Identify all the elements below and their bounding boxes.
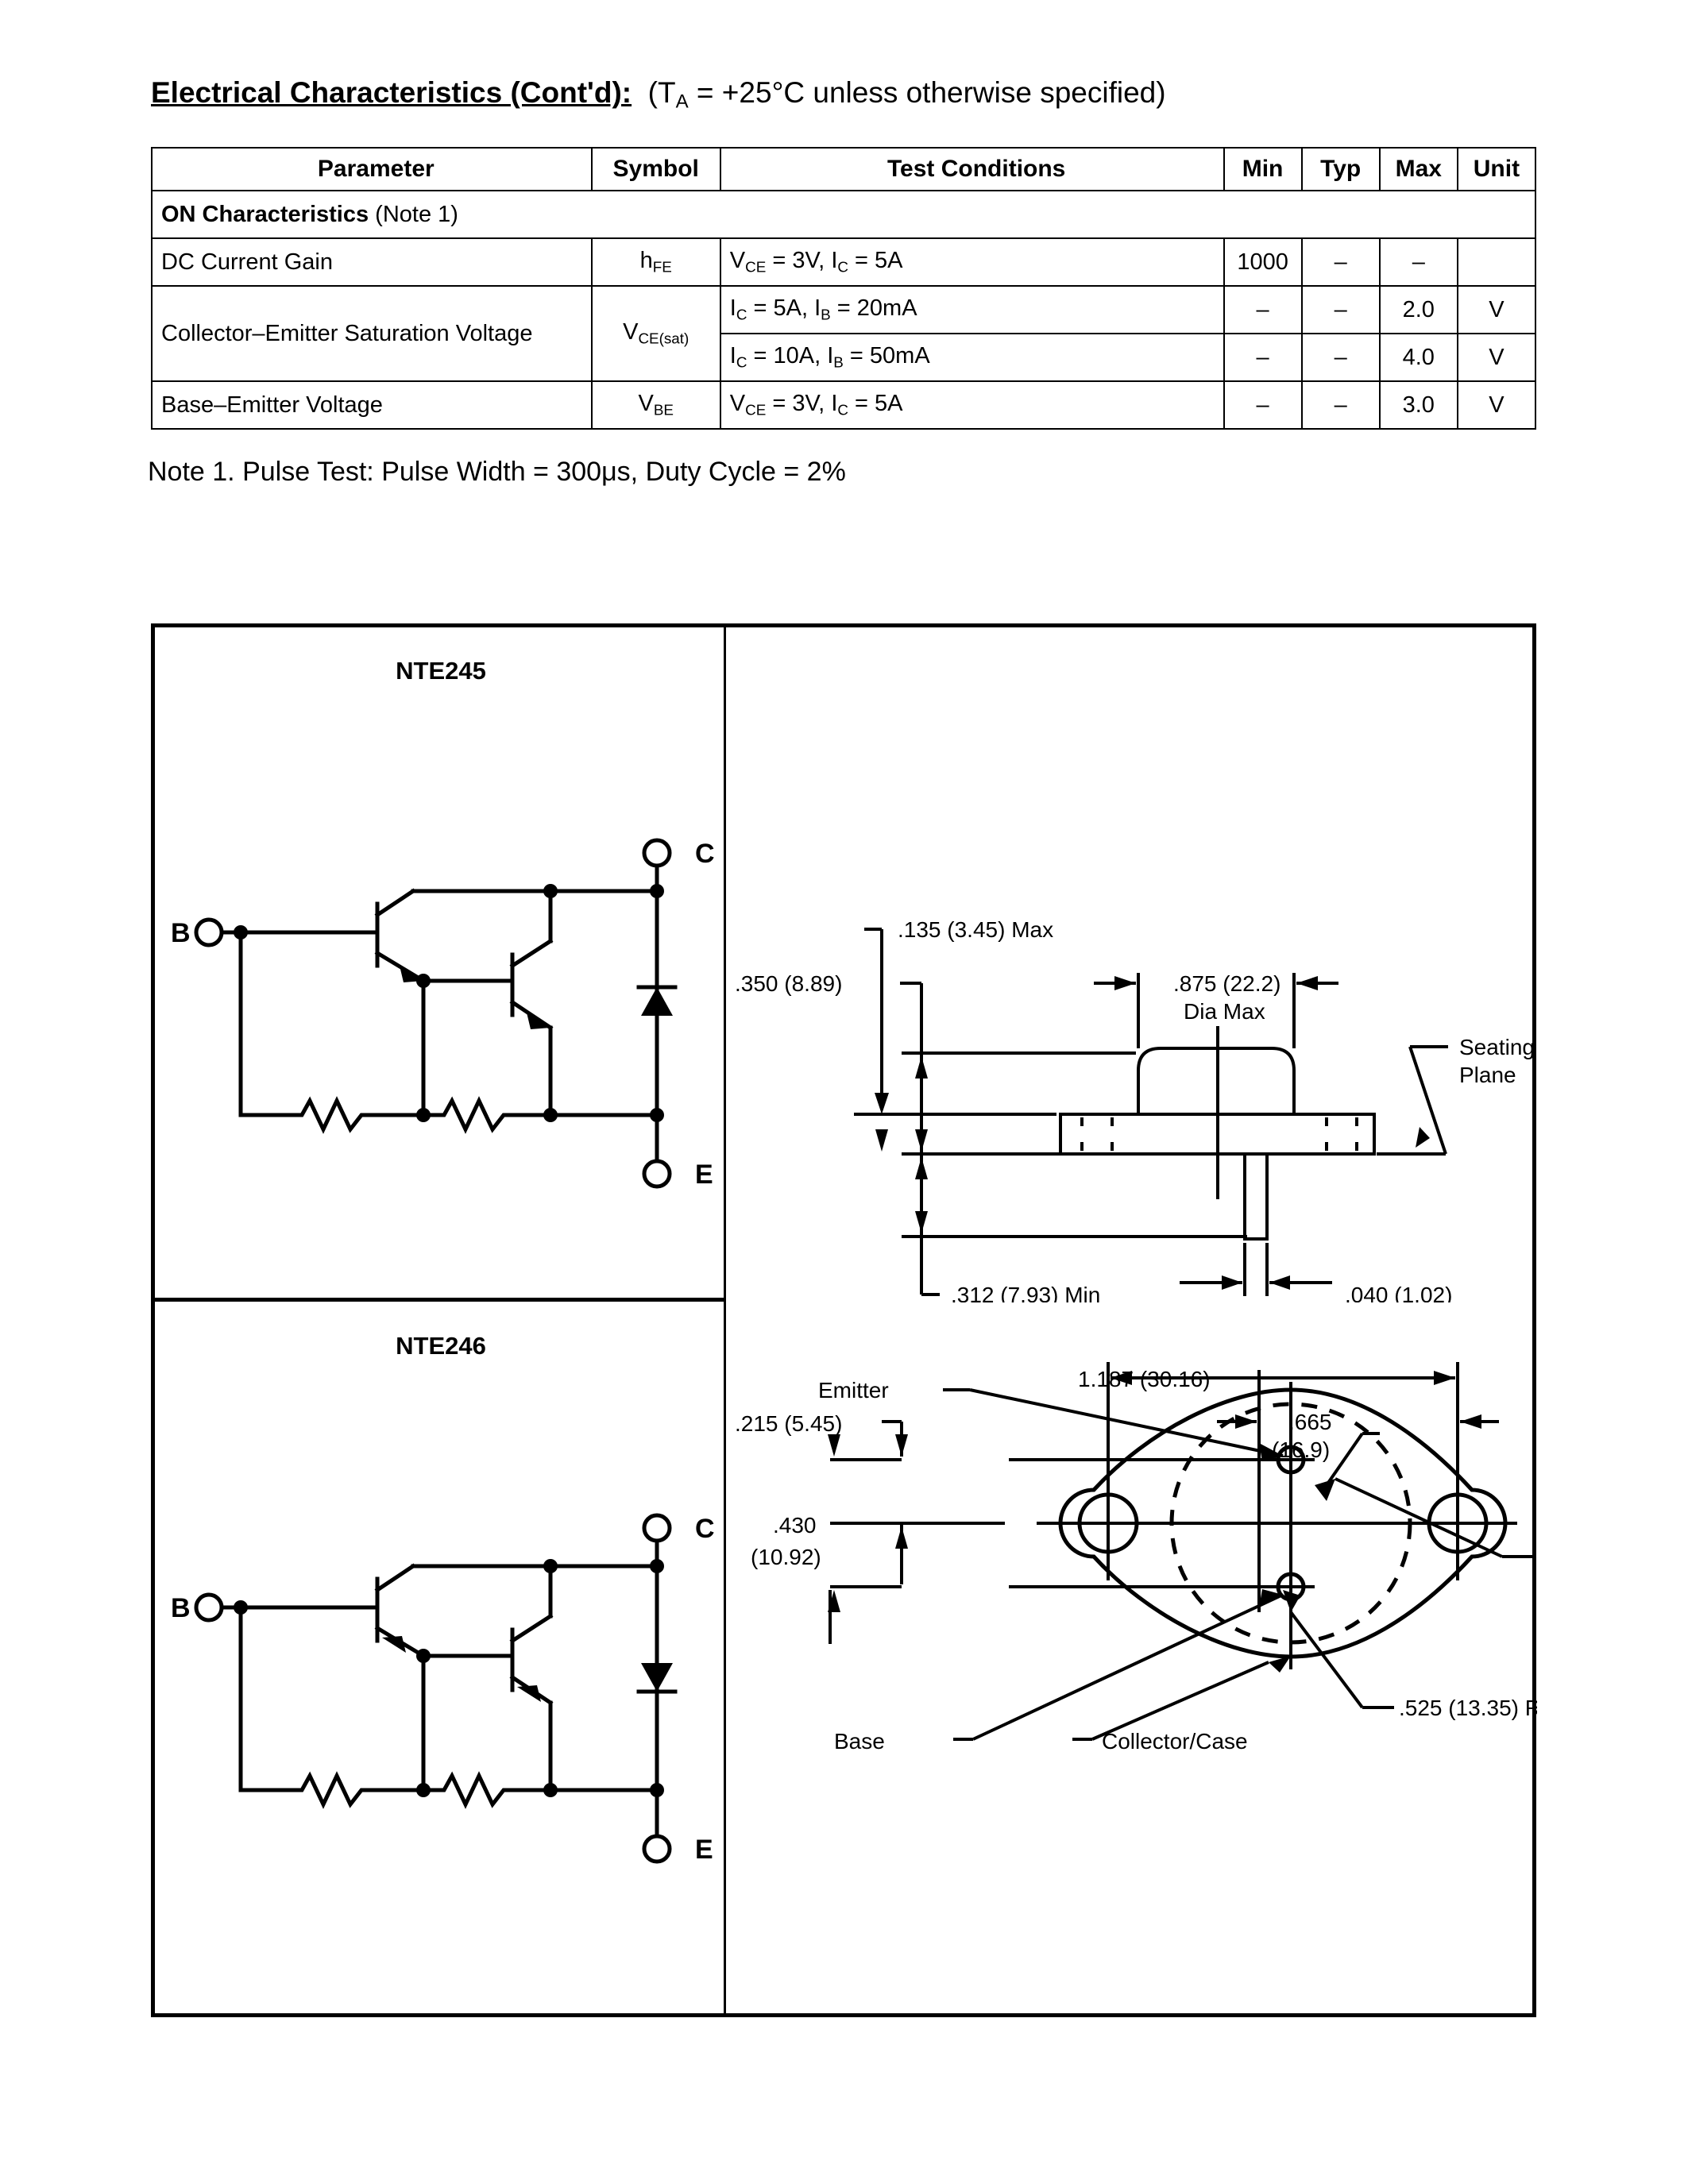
package-bottom-view: Emitter 1.187 (30.16) .665 (16.9) .215 (…: [735, 1362, 1537, 1754]
cell-max: 2.0: [1378, 285, 1458, 334]
diagram-vertical-divider: [724, 627, 726, 2013]
dim-875-label-1: .875 (22.2): [1173, 971, 1280, 996]
page-heading: Electrical Characteristics (Cont'd): (TA…: [151, 76, 1166, 114]
cell-min: –: [1223, 333, 1303, 382]
nte246-diode-symbol: [641, 1663, 673, 1692]
cell-typ: –: [1300, 380, 1381, 430]
table-body: ON Characteristics (Note 1)DC Current Ga…: [151, 190, 1537, 430]
heading-condition-sub: A: [675, 91, 689, 113]
table-header: Parameter Symbol Test Conditions Min Typ…: [151, 147, 1537, 191]
section-label-note: (Note 1): [369, 201, 458, 227]
cell-typ: –: [1300, 237, 1381, 287]
nte246-title: NTE246: [396, 1332, 486, 1360]
col-parameter: Parameter: [151, 147, 593, 191]
nte246-base-terminal: [194, 1592, 224, 1623]
cell-min: 1000: [1223, 237, 1303, 287]
note-suffix: s, Duty Cycle = 2%: [616, 457, 846, 487]
col-min: Min: [1223, 147, 1303, 191]
cell-unit: V: [1456, 285, 1537, 334]
collector-case-label: Collector/Case: [1102, 1729, 1248, 1754]
cell-parameter: DC Current Gain: [151, 237, 593, 287]
nte245-diode-symbol: [641, 987, 673, 1016]
nte245-schematic: C E B: [171, 838, 715, 1190]
package-side-view: .135 (3.45) Max .350 (8.89) .875 (22.2) …: [735, 917, 1535, 1302]
nte246-label-b: B: [171, 1593, 191, 1623]
note-line: Note 1. Pulse Test: Pulse Width = 300μs,…: [148, 457, 846, 488]
diagram-horizontal-divider: [153, 1298, 724, 1302]
dim-430-label-1: .430: [773, 1513, 817, 1538]
cell-test-conditions: IC = 10A, IB = 50mA: [719, 333, 1225, 382]
cell-max: –: [1378, 237, 1458, 287]
dim-875-label-2: Dia Max: [1184, 999, 1265, 1024]
col-unit: Unit: [1456, 147, 1537, 191]
section-label-bold: ON Characteristics: [161, 201, 369, 227]
cell-typ: –: [1300, 285, 1381, 334]
col-max: Max: [1378, 147, 1458, 191]
cell-test-conditions: IC = 5A, IB = 20mA: [719, 285, 1225, 334]
cell-symbol: VBE: [590, 380, 721, 430]
table-section-label: ON Characteristics (Note 1): [151, 190, 1536, 239]
col-typ: Typ: [1300, 147, 1381, 191]
cell-symbol: VCE(sat): [590, 285, 721, 382]
col-symbol: Symbol: [590, 147, 721, 191]
electrical-characteristics-table: Parameter Symbol Test Conditions Min Typ…: [151, 147, 1537, 430]
table-section-row: ON Characteristics (Note 1): [151, 190, 1536, 239]
heading-condition-prefix: (T: [647, 76, 676, 109]
nte245-label-b: B: [171, 918, 191, 948]
nte245-q2-emitter-arrow: [527, 1013, 550, 1029]
emitter-label: Emitter: [818, 1378, 889, 1403]
nte246-collector-terminal: [642, 1513, 672, 1543]
dim-665-label-1: .665: [1288, 1410, 1332, 1434]
dim-135-label: .135 (3.45) Max: [898, 917, 1053, 942]
nte246-emitter-terminal: [642, 1834, 672, 1864]
nte245-label-c: C: [695, 839, 715, 869]
cell-min: –: [1223, 380, 1303, 430]
seating-plane-label-2: Plane: [1459, 1063, 1516, 1087]
base-label: Base: [834, 1729, 885, 1754]
cell-max: 3.0: [1378, 380, 1458, 430]
nte245-base-terminal: [194, 917, 224, 947]
cell-unit: V: [1456, 333, 1537, 382]
cell-test-conditions: VCE = 3V, IC = 5A: [719, 237, 1225, 287]
col-test-conditions: Test Conditions: [719, 147, 1225, 191]
dim-040-label: .040 (1.02): [1345, 1283, 1452, 1302]
dim-525-label: .525 (13.35) R Max: [1399, 1696, 1537, 1720]
nte246-q1-emitter-arrow: [382, 1636, 406, 1653]
nte245-label-e: E: [695, 1160, 713, 1190]
table-header-row: Parameter Symbol Test Conditions Min Typ…: [151, 147, 1537, 191]
to3-outline: [1058, 1387, 1508, 1659]
dim-312-label: .312 (7.93) Min: [951, 1283, 1100, 1302]
nte245-collector-terminal: [642, 838, 672, 868]
nte246-label-e: E: [695, 1835, 713, 1865]
cell-max: 4.0: [1378, 333, 1458, 382]
cell-test-conditions: VCE = 3V, IC = 5A: [719, 380, 1225, 430]
cell-unit: V: [1456, 380, 1537, 430]
nte246-label-c: C: [695, 1514, 715, 1544]
note-prefix: Note 1. Pulse Test: Pulse Width = 300: [148, 457, 602, 487]
dim-350-label: .350 (8.89): [735, 971, 842, 996]
nte246-q2-emitter-arrow: [517, 1685, 541, 1702]
heading-title: Electrical Characteristics (Cont'd):: [151, 76, 632, 109]
nte246-schematic: C E B: [171, 1513, 715, 1865]
nte245-title: NTE245: [396, 657, 486, 685]
note-mu-symbol: μ: [601, 457, 617, 487]
dim-1187-label: 1.187 (30.16): [1078, 1367, 1211, 1391]
cell-parameter: Collector–Emitter Saturation Voltage: [151, 285, 593, 382]
cell-symbol: hFE: [590, 237, 721, 287]
cell-unit: [1456, 237, 1537, 287]
diagram-frame: [151, 623, 1536, 2017]
cell-typ: –: [1300, 333, 1381, 382]
dim-430-label-2: (10.92): [751, 1545, 821, 1569]
cell-parameter: Base–Emitter Voltage: [151, 380, 593, 430]
cell-min: –: [1223, 285, 1303, 334]
dim-665-label-2: (16.9): [1272, 1437, 1330, 1462]
seating-plane-label-1: Seating: [1459, 1035, 1535, 1059]
heading-condition-suffix: = +25°C unless otherwise specified): [688, 76, 1166, 109]
nte245-emitter-terminal: [642, 1159, 672, 1189]
dim-215-label: .215 (5.45): [735, 1411, 842, 1436]
